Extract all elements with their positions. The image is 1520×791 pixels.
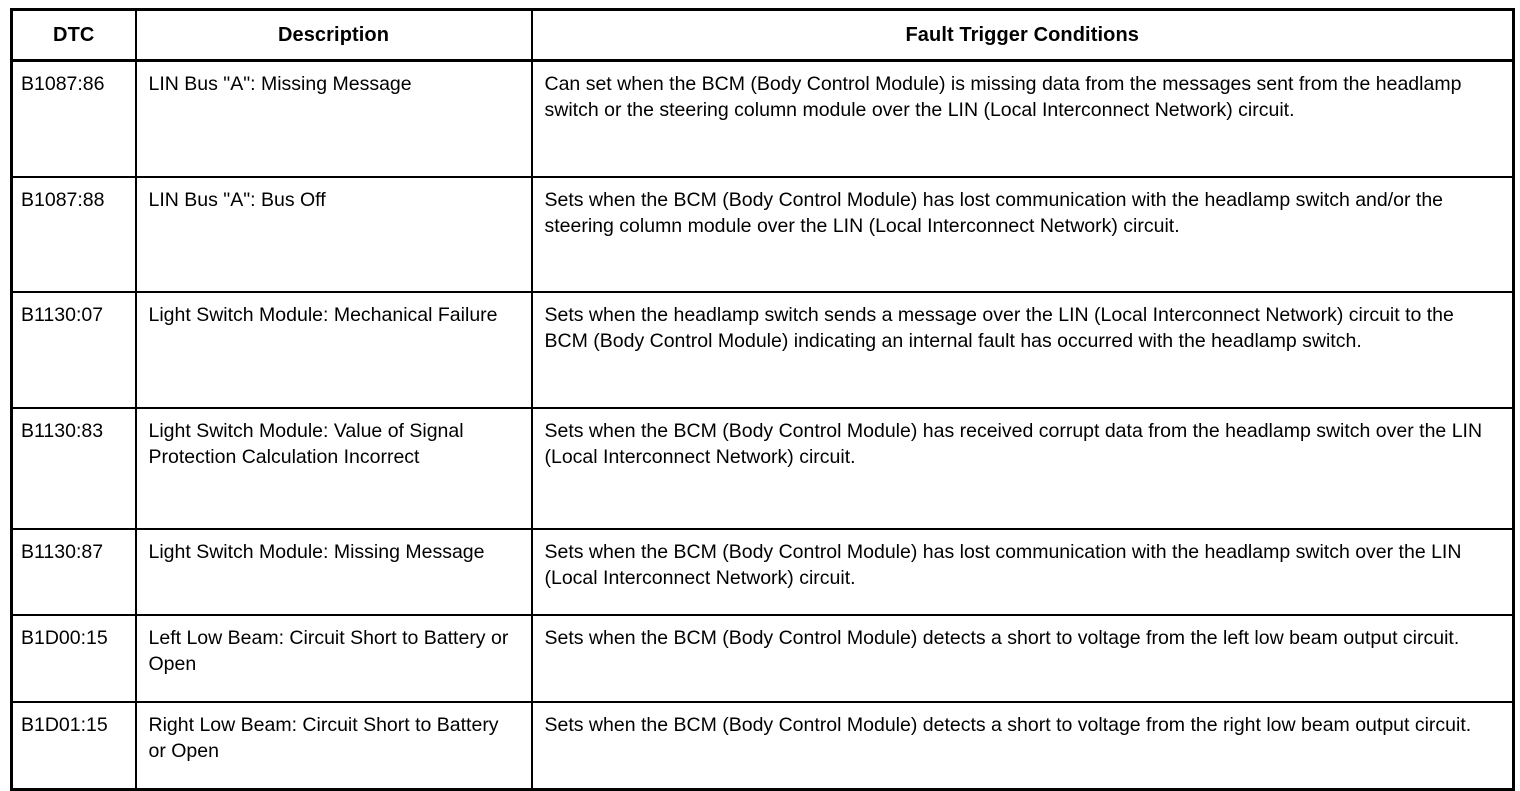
- table-row: B1130:07 Light Switch Module: Mechanical…: [11, 292, 1514, 409]
- table-row: B1087:88 LIN Bus "A": Bus Off Sets when …: [11, 177, 1514, 293]
- cell-fault-trigger-conditions: Sets when the BCM (Body Control Module) …: [531, 615, 1514, 703]
- cell-description: Light Switch Module: Value of Signal Pro…: [135, 408, 533, 530]
- cell-description: Light Switch Module: Missing Message: [135, 529, 533, 616]
- cell-description: Right Low Beam: Circuit Short to Battery…: [135, 702, 533, 790]
- table-row: B1130:87 Light Switch Module: Missing Me…: [11, 529, 1514, 616]
- cell-fault-trigger-conditions: Sets when the BCM (Body Control Module) …: [531, 408, 1514, 530]
- cell-dtc-code: B1087:86: [11, 60, 137, 178]
- cell-description: Light Switch Module: Mechanical Failure: [135, 292, 533, 409]
- table-header: DTC Description Fault Trigger Conditions: [11, 9, 1514, 62]
- cell-fault-trigger-conditions: Sets when the BCM (Body Control Module) …: [531, 529, 1514, 616]
- cell-description: LIN Bus "A": Missing Message: [135, 60, 533, 178]
- table-row: B1D01:15 Right Low Beam: Circuit Short t…: [11, 702, 1514, 790]
- dtc-fault-table: DTC Description Fault Trigger Conditions…: [10, 8, 1515, 791]
- cell-dtc-code: B1D01:15: [11, 702, 137, 790]
- column-header-fault-trigger-conditions: Fault Trigger Conditions: [531, 9, 1514, 62]
- cell-dtc-code: B1130:83: [11, 408, 137, 530]
- cell-fault-trigger-conditions: Sets when the BCM (Body Control Module) …: [531, 177, 1514, 293]
- cell-dtc-code: B1D00:15: [11, 615, 137, 703]
- table-row: B1087:86 LIN Bus "A": Missing Message Ca…: [11, 60, 1514, 178]
- cell-description: LIN Bus "A": Bus Off: [135, 177, 533, 293]
- cell-fault-trigger-conditions: Sets when the headlamp switch sends a me…: [531, 292, 1514, 409]
- table-row: B1D00:15 Left Low Beam: Circuit Short to…: [11, 615, 1514, 703]
- table-body: B1087:86 LIN Bus "A": Missing Message Ca…: [11, 60, 1514, 790]
- cell-dtc-code: B1130:07: [11, 292, 137, 409]
- column-header-dtc: DTC: [11, 9, 137, 62]
- cell-fault-trigger-conditions: Can set when the BCM (Body Control Modul…: [531, 60, 1514, 178]
- cell-fault-trigger-conditions: Sets when the BCM (Body Control Module) …: [544, 714, 1472, 736]
- cell-description: Left Low Beam: Circuit Short to Battery …: [135, 615, 533, 703]
- cell-dtc-code: B1087:88: [11, 177, 137, 293]
- table-header-row: DTC Description Fault Trigger Conditions: [11, 9, 1514, 62]
- column-header-description: Description: [135, 9, 533, 62]
- document-page: DTC Description Fault Trigger Conditions…: [10, 8, 1515, 791]
- cell-dtc-code: B1130:87: [11, 529, 137, 616]
- table-row: B1130:83 Light Switch Module: Value of S…: [11, 408, 1514, 530]
